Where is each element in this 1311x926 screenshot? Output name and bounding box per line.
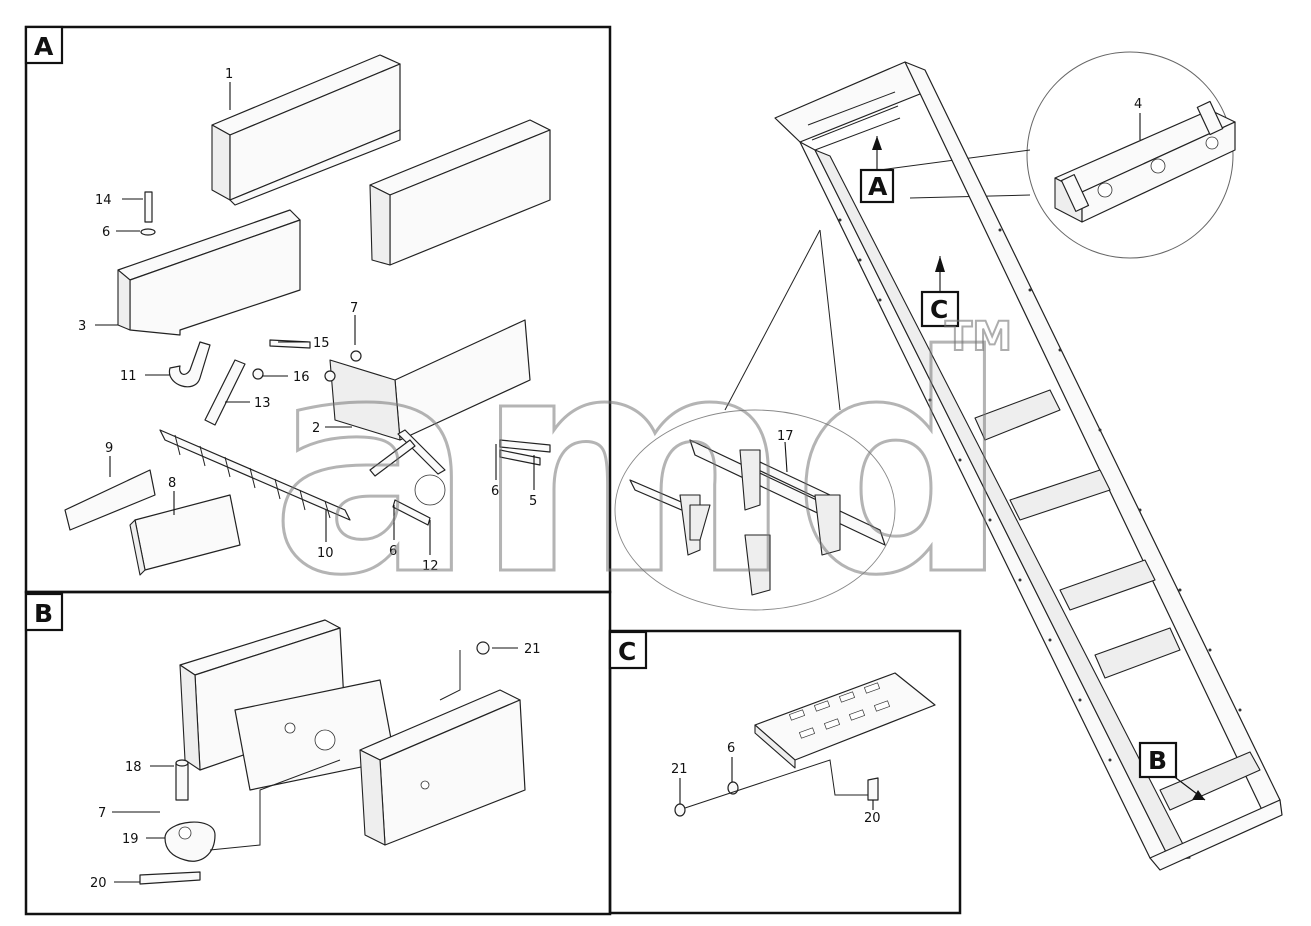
label-21-B: 21 <box>524 642 541 657</box>
label-6c: 6 <box>389 544 397 559</box>
cab-mount-17 <box>629 439 886 596</box>
panel-A-tag: A <box>34 32 54 61</box>
svg-text:TM: TM <box>945 314 1012 360</box>
part-2-beam <box>329 119 551 441</box>
label-6-C: 6 <box>727 741 735 756</box>
label-5: 5 <box>529 494 537 509</box>
chassis-overview: 4 <box>614 51 1283 871</box>
part-19-hitch <box>164 821 216 862</box>
part-20-bolt <box>139 871 201 885</box>
label-12: 12 <box>422 559 439 574</box>
label-11: 11 <box>120 369 137 384</box>
label-6b: 6 <box>491 484 499 499</box>
panel-A-labels: 1 14 6 3 7 15 11 16 13 2 9 8 6 <box>78 67 537 574</box>
crossmember-assembly <box>179 619 526 846</box>
part-11-hook <box>168 341 211 388</box>
svg-text:amd: amd <box>270 292 1010 641</box>
callout-B: B <box>1138 741 1206 801</box>
part-3-bracket <box>117 209 301 336</box>
label-15: 15 <box>313 336 330 351</box>
label-8: 8 <box>168 476 176 491</box>
label-18: 18 <box>125 760 142 775</box>
part-1-channel <box>211 54 401 206</box>
panel-B: B 18 7 19 20 <box>24 590 612 916</box>
label-16: 16 <box>293 370 310 385</box>
watermark: amd TM <box>269 291 1014 643</box>
crossmember-4 <box>1054 100 1236 223</box>
part-8-bracket <box>134 494 241 571</box>
part-10-comb <box>159 429 351 521</box>
step-plate <box>754 672 936 769</box>
callout-C: C <box>920 256 960 328</box>
part-18-pin <box>175 762 189 801</box>
label-9: 9 <box>105 441 113 456</box>
svg-text:C: C <box>930 295 948 324</box>
panel-C-tag: C <box>618 637 636 666</box>
panel-A: A <box>24 25 612 594</box>
label-19: 19 <box>122 832 139 847</box>
label-6a: 6 <box>102 225 110 240</box>
label-17: 17 <box>777 429 794 444</box>
label-3: 3 <box>78 319 86 334</box>
part-9-plate <box>64 469 156 531</box>
panel-C-labels: 6 21 20 <box>671 741 881 826</box>
svg-text:A: A <box>868 172 888 201</box>
label-13: 13 <box>254 396 271 411</box>
ladder-frame <box>774 61 1283 871</box>
panel-C: C 6 21 20 <box>608 629 962 915</box>
label-20-C: 20 <box>864 811 881 826</box>
label-4: 4 <box>1134 97 1142 112</box>
label-20-B: 20 <box>90 876 107 891</box>
label-1: 1 <box>225 67 233 82</box>
label-7-B: 7 <box>98 806 106 821</box>
svg-text:B: B <box>1148 746 1167 775</box>
label-2: 2 <box>312 421 320 436</box>
label-7: 7 <box>350 301 358 316</box>
part-13-pin <box>204 359 246 426</box>
label-14: 14 <box>95 193 112 208</box>
label-10: 10 <box>317 546 334 561</box>
label-21-C: 21 <box>671 762 688 777</box>
panel-B-labels: 18 7 19 20 21 <box>90 642 541 891</box>
panel-B-tag: B <box>34 599 53 628</box>
callout-A: A <box>859 136 895 204</box>
